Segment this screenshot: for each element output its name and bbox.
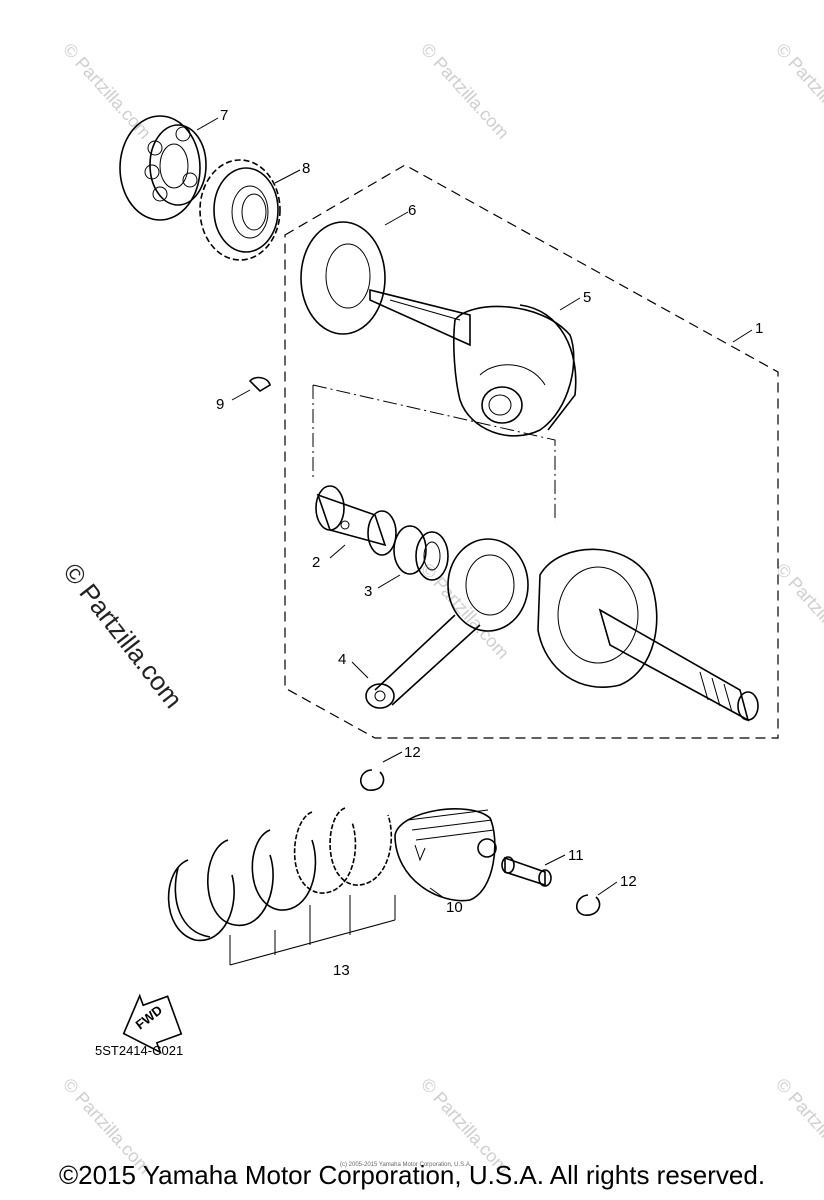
watermark-tile: © Partzilla.com xyxy=(59,39,155,143)
callout-12-upper: 12 xyxy=(404,744,421,761)
callout-2: 2 xyxy=(312,554,320,571)
crank-right-half xyxy=(537,548,759,722)
callout-9: 9 xyxy=(216,396,224,413)
callout-4: 4 xyxy=(338,651,346,668)
copyright-footer: ©2015 Yamaha Motor Corporation, U.S.A. A… xyxy=(58,1160,766,1190)
bearing-7 xyxy=(119,115,207,221)
diagram-code: 5ST2414-C021 xyxy=(95,1043,183,1058)
washer-6 xyxy=(300,221,386,335)
fwd-label: FWD xyxy=(133,1002,166,1032)
callout-6: 6 xyxy=(408,202,416,219)
circlip-12-upper xyxy=(360,769,385,791)
leader-lines xyxy=(196,117,753,899)
piston-10 xyxy=(394,808,497,902)
woodruff-key-9 xyxy=(248,376,271,393)
needle-bearing-3 xyxy=(393,525,449,581)
callout-3: 3 xyxy=(364,583,372,600)
callout-8: 8 xyxy=(302,160,310,177)
callout-11: 11 xyxy=(568,847,584,864)
crankshaft-assembly-outline xyxy=(284,164,779,739)
watermark-side: © Partzilla.com xyxy=(57,557,189,714)
watermark-tile: © Partzilla.com xyxy=(772,559,824,663)
fine-print: (c) 2005-2015 Yamaha Motor Corporation, … xyxy=(340,1162,472,1168)
gear-8 xyxy=(199,159,281,261)
crank-left-5 xyxy=(369,288,577,437)
callout-13: 13 xyxy=(333,962,350,979)
watermark-tile: © Partzilla.com xyxy=(772,39,824,143)
watermark-tile: © Partzilla.com xyxy=(417,39,513,143)
piston-pin-11 xyxy=(501,856,552,887)
watermark-tiles: © Partzilla.com © Partzilla.com © Partzi… xyxy=(59,39,824,1178)
callout-12-lower: 12 xyxy=(620,873,637,890)
callout-5: 5 xyxy=(583,289,591,306)
callout-1: 1 xyxy=(755,320,763,337)
piston-rings-13 xyxy=(167,807,396,966)
crank-pin-2 xyxy=(315,485,397,556)
crank-web-bracket xyxy=(312,384,556,522)
connecting-rod-4 xyxy=(365,538,529,709)
circlip-12-lower xyxy=(576,894,601,916)
callout-7: 7 xyxy=(220,107,228,124)
callout-10: 10 xyxy=(446,899,463,916)
watermark-tile: © Partzilla.com xyxy=(417,559,513,663)
